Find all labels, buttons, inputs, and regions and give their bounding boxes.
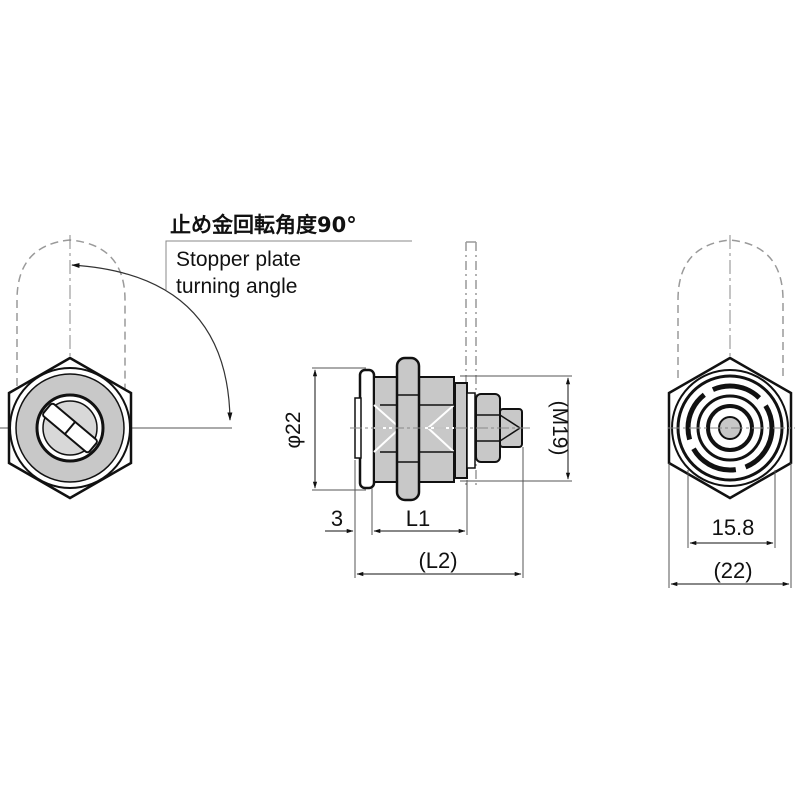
leader-line bbox=[165, 240, 412, 290]
dim-diameter-label: φ22 bbox=[282, 412, 305, 449]
dim-flange-label: 3 bbox=[331, 506, 343, 531]
dim-outer-label: (22) bbox=[713, 558, 752, 583]
stopper-plate bbox=[454, 382, 468, 479]
annotation-line-1: Stopper plate bbox=[176, 248, 301, 271]
dim-inner-label: 15.8 bbox=[712, 515, 755, 540]
key-slot-icon bbox=[42, 402, 98, 454]
dim-l1-label: L1 bbox=[406, 506, 430, 531]
annotation-title-ja: 止め金回転角度90° bbox=[170, 213, 357, 237]
flange bbox=[358, 368, 376, 490]
annotation-line-2: turning angle bbox=[176, 275, 297, 298]
dim-thread-label: (M19) bbox=[548, 401, 571, 456]
mounting-nut bbox=[395, 356, 421, 502]
front-view bbox=[0, 235, 233, 500]
dim-l2-label: (L2) bbox=[418, 548, 457, 573]
rear-view: 15.8 (22) bbox=[667, 235, 795, 588]
turning-angle-arc bbox=[71, 262, 233, 421]
side-view: φ22 (M19) 3 L1 (L2) bbox=[282, 241, 572, 578]
nut-chamfer-circle bbox=[9, 367, 131, 489]
annotation-group: 止め金回転角度90° Stopper plate turning angle bbox=[165, 213, 412, 298]
